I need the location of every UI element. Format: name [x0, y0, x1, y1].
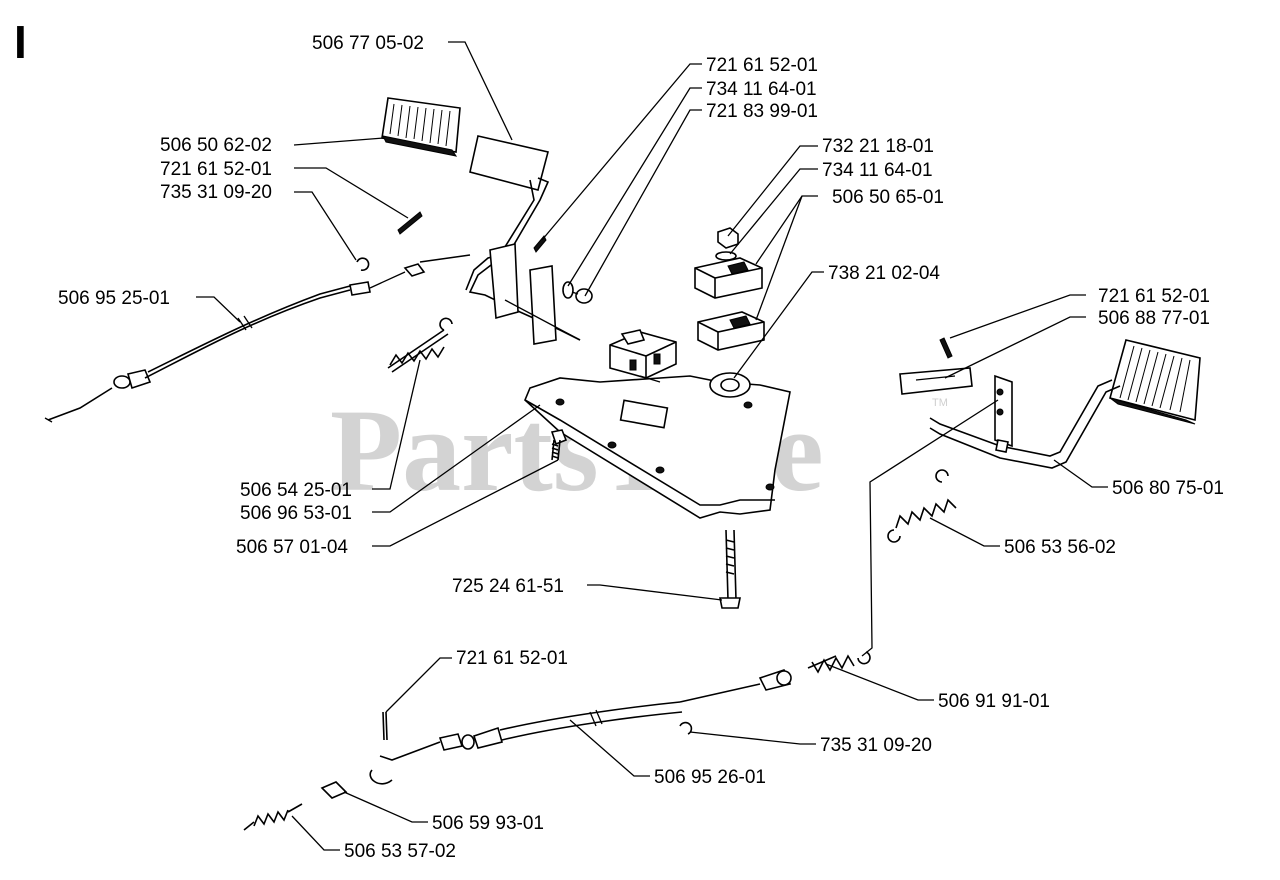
lower-spring-part	[243, 803, 303, 831]
label-721-61-52-01-right: 721 61 52-01	[1098, 286, 1210, 307]
label-725-24-61-51: 725 24 61-51	[452, 576, 564, 597]
label-732-21-18-01: 732 21 18-01	[822, 136, 934, 157]
label-506-95-26-01: 506 95 26-01	[654, 767, 766, 788]
lower-cable-part	[369, 651, 871, 785]
leader-lines	[196, 41, 1108, 851]
right-pedal-part	[929, 339, 1201, 469]
section-letter: I	[14, 16, 27, 68]
label-506-59-93-01: 506 59 93-01	[432, 813, 544, 834]
lower-circlip-part	[679, 721, 693, 735]
rubber-block-part	[694, 257, 765, 351]
label-506-50-62-02: 506 50 62-02	[160, 135, 272, 156]
label-734-11-64-01-right: 734 11 64-01	[822, 160, 933, 181]
label-506-53-56-02: 506 53 56-02	[1004, 537, 1116, 558]
pedal-bracket-part	[489, 242, 519, 320]
label-735-31-09-20-left: 735 31 09-20	[160, 182, 272, 203]
bolt-part	[562, 281, 593, 304]
pedal-plate-part	[469, 135, 549, 191]
label-735-31-09-20-lower: 735 31 09-20	[820, 735, 932, 756]
watermark-trademark: TM	[932, 397, 948, 409]
label-506-80-75-01: 506 80 75-01	[1112, 478, 1224, 499]
label-506-54-25-01: 506 54 25-01	[240, 480, 352, 501]
label-721-61-52-01-left: 721 61 52-01	[160, 159, 272, 180]
label-738-21-02-04: 738 21 02-04	[828, 263, 940, 284]
label-506-95-25-01: 506 95 25-01	[58, 288, 170, 309]
cable-clamp-part	[320, 781, 348, 799]
right-spring-part	[887, 469, 957, 543]
switch-part	[609, 329, 677, 379]
nut-part	[715, 227, 739, 261]
right-split-pin-part	[939, 337, 953, 359]
label-506-77-05-02: 506 77 05-02	[312, 33, 424, 54]
label-506-88-77-01: 506 88 77-01	[1098, 308, 1210, 329]
circlip-part	[356, 257, 370, 271]
brake-pedal-pad-part	[381, 97, 461, 157]
split-pin-part	[397, 211, 423, 235]
right-bracket-part	[899, 367, 1013, 453]
label-506-91-91-01: 506 91 91-01	[938, 691, 1050, 712]
part-number-labels: 506 77 05-02 506 50 62-02 721 61 52-01 7…	[58, 33, 1224, 862]
label-506-53-57-02: 506 53 57-02	[344, 841, 456, 862]
label-506-57-01-04: 506 57 01-04	[236, 537, 348, 558]
label-721-61-52-01-top: 721 61 52-01	[706, 55, 818, 76]
label-506-96-53-01: 506 96 53-01	[240, 503, 352, 524]
base-plate-part	[524, 372, 791, 519]
label-721-83-99-01: 721 83 99-01	[706, 101, 818, 122]
return-spring-part	[387, 317, 453, 373]
long-bolt-part	[719, 529, 741, 609]
label-506-50-65-01: 506 50 65-01	[832, 187, 944, 208]
brake-cable-part	[44, 254, 471, 423]
plate-bolt-part	[550, 429, 568, 461]
label-734-11-64-01-top: 734 11 64-01	[706, 79, 817, 100]
label-721-61-52-01-lower: 721 61 52-01	[456, 648, 568, 669]
